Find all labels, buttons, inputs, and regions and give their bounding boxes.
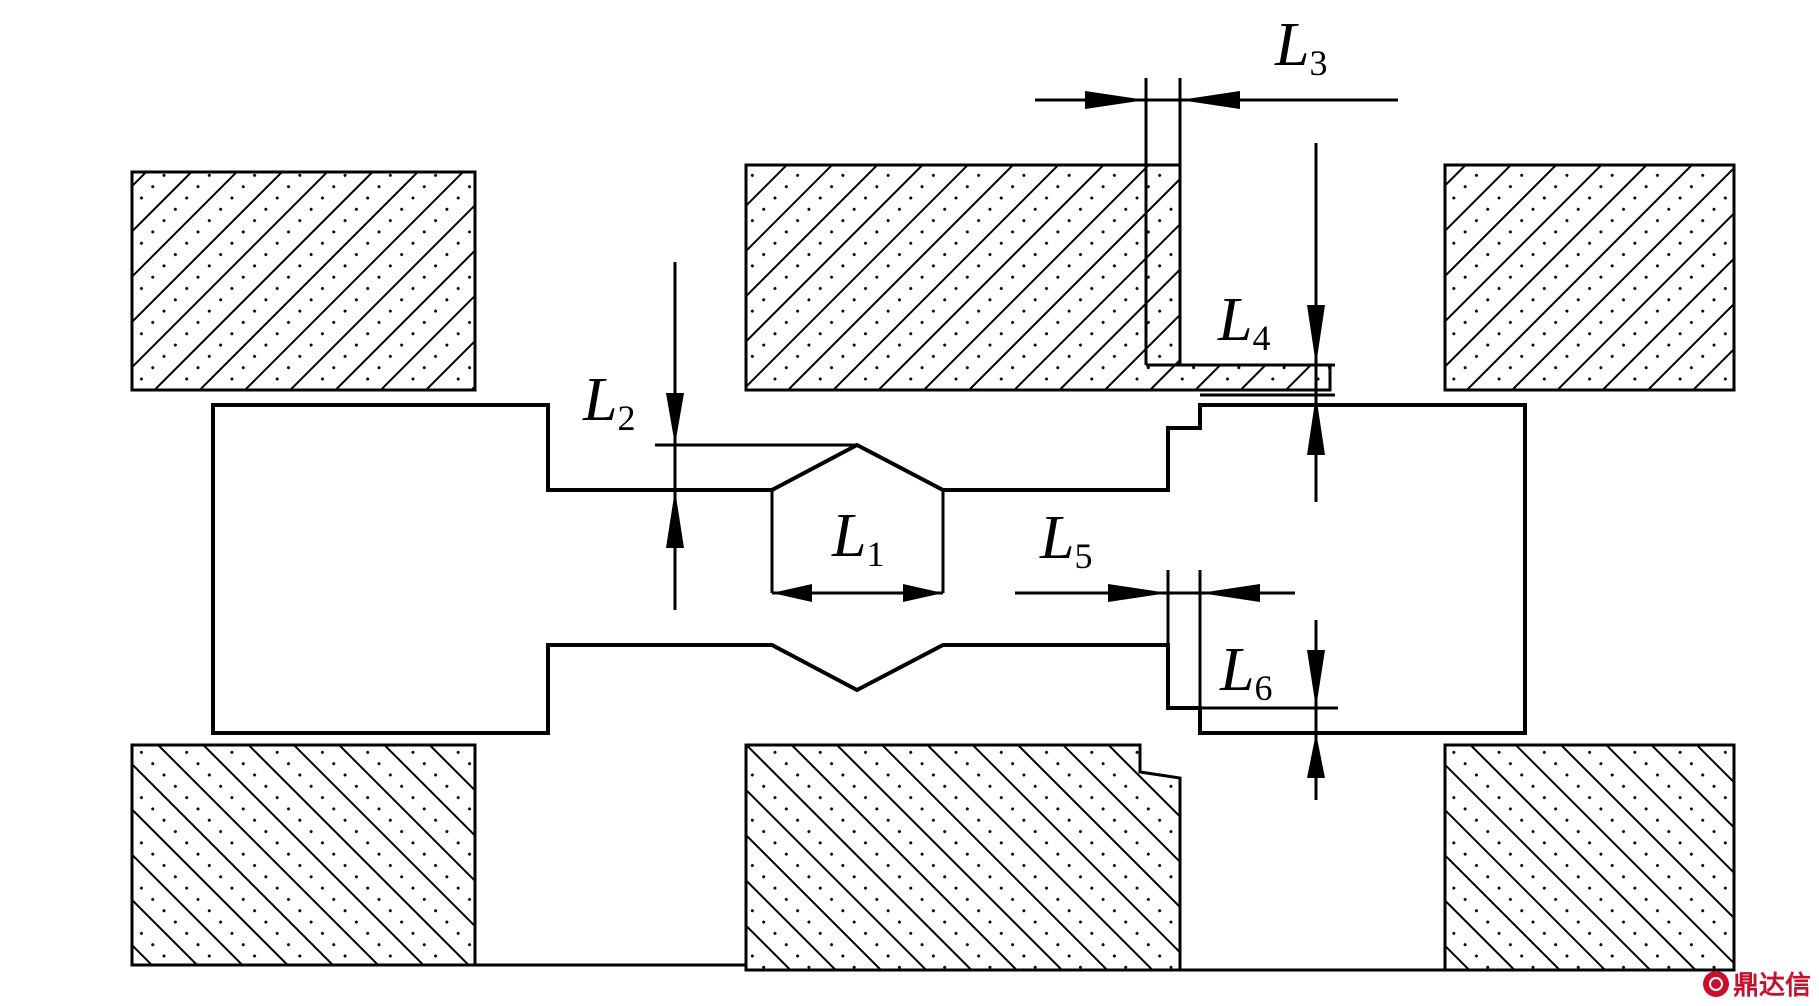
watermark: 鼎达信 [1702, 965, 1811, 1002]
upper-die-block-left [130, 170, 477, 392]
upper-die-block-right [1443, 163, 1736, 392]
dimension-l2: L2 [582, 262, 857, 610]
dimension-l4: L4 [1146, 143, 1335, 502]
lower-die-block-left [130, 743, 477, 967]
lower-die-block-right [1443, 743, 1736, 972]
label-l2: L2 [582, 366, 635, 438]
label-l1: L1 [831, 502, 884, 574]
dimension-l1: L1 [772, 502, 943, 602]
dimension-l6: L6 [1168, 620, 1338, 800]
dimension-l3: L3 [1035, 11, 1398, 365]
upper-die-block-middle [744, 163, 1332, 392]
upper-die [130, 163, 1736, 392]
lower-die [130, 743, 1736, 972]
watermark-text: 鼎达信 [1732, 971, 1811, 1001]
watermark-logo-icon [1702, 970, 1729, 997]
label-l3: L3 [1274, 11, 1327, 83]
label-l5: L5 [1039, 504, 1092, 576]
dimension-l5: L5 [1015, 504, 1295, 733]
label-l4: L4 [1217, 286, 1270, 358]
lower-die-block-middle [744, 743, 1182, 972]
label-l6: L6 [1219, 636, 1272, 708]
workpiece-outline [211, 403, 1527, 735]
